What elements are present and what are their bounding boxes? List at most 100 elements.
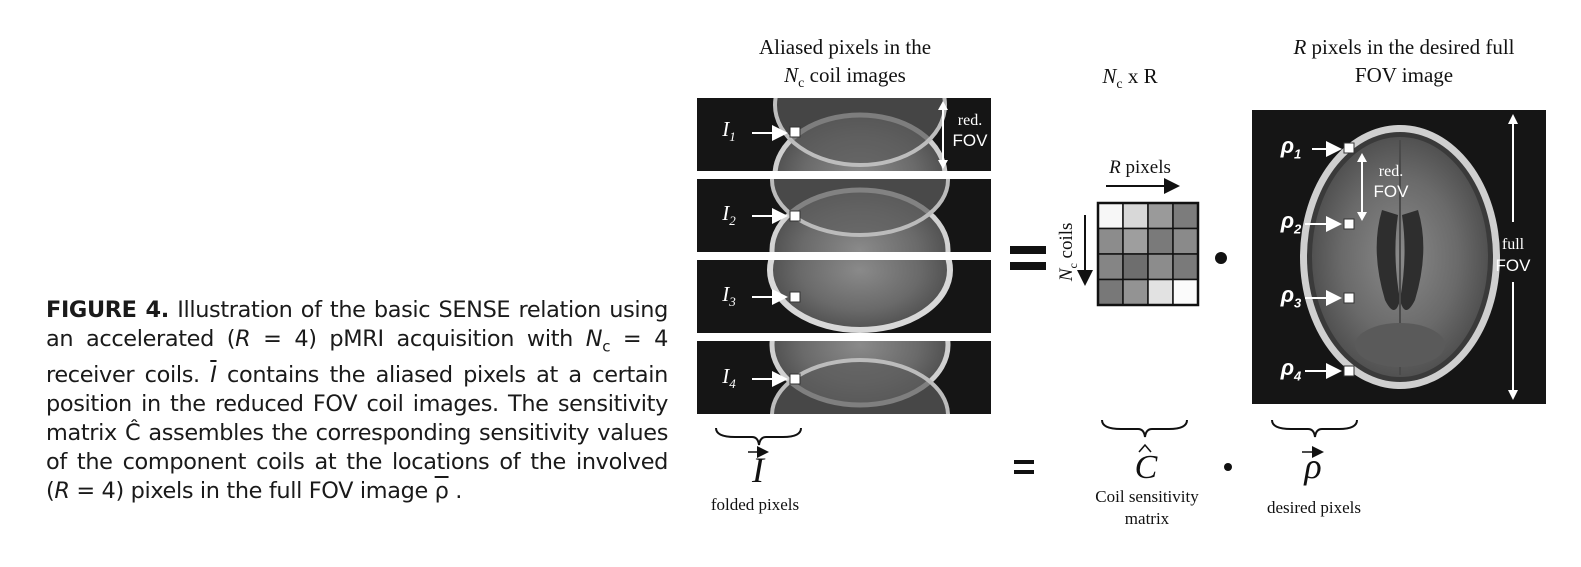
matrix-cell	[1147, 227, 1174, 255]
caption-desired-pixels: desired pixels	[1267, 498, 1361, 517]
equals-sign-large	[1010, 246, 1046, 270]
full-red-fov-arrow	[1357, 153, 1367, 221]
header-text: coil images	[804, 63, 906, 87]
strip-label-2: I2	[714, 202, 744, 232]
matrix-cell	[1122, 227, 1149, 255]
var-r: R	[1109, 157, 1121, 178]
full-fov-arrow	[1508, 114, 1518, 400]
aliased-strip-4	[697, 341, 991, 414]
matrix-cell	[1172, 253, 1199, 281]
brace-c	[1101, 419, 1188, 438]
caption-text: = 4 receiver coils.	[46, 326, 669, 389]
rho-label-1: ρ1	[1276, 135, 1306, 165]
r-pixels-text: pixels	[1120, 157, 1171, 178]
var-n: N	[784, 63, 799, 87]
full-fov-markers	[1305, 141, 1355, 379]
label-sub: 1	[729, 129, 736, 145]
header-full: R pixels in the desired full FOV image	[1262, 33, 1546, 89]
caption-var-n: N	[585, 326, 603, 352]
nc-coils-text: coils	[1056, 222, 1078, 264]
symbol-rho: ρ	[1304, 446, 1322, 486]
matrix-cell	[1097, 253, 1124, 281]
symbol-i: I	[752, 450, 764, 490]
rho-label-4: ρ4	[1276, 357, 1306, 387]
header-full-line1: R pixels in the desired full	[1262, 33, 1546, 61]
full-line2: FOV	[1495, 256, 1531, 275]
hat-c	[1138, 443, 1152, 453]
rho-label-2: ρ2	[1276, 210, 1306, 240]
matrix-cell	[1172, 227, 1199, 255]
label-sub: 3	[729, 294, 736, 310]
dot-operator-large	[1215, 252, 1227, 264]
label-sub: 2	[1294, 221, 1302, 237]
equals-sign-small	[1014, 460, 1034, 474]
full-red-line1: red.	[1378, 163, 1404, 180]
matrix-cell	[1097, 278, 1124, 306]
aliased-strip-2	[697, 179, 991, 252]
red-fov-label: red. FOV	[948, 111, 992, 151]
caption-text: .	[448, 478, 463, 505]
full-fov-image	[1252, 110, 1546, 404]
caption-coil-sensitivity: Coil sensitivity matrix	[1082, 486, 1212, 530]
aliased-markers	[752, 125, 801, 387]
matrix-cell	[1097, 227, 1124, 255]
header-text: pixels in the desired full	[1306, 35, 1515, 59]
header-matrix: Nc x R	[1060, 62, 1200, 99]
matrix-cell	[1172, 202, 1199, 230]
coil-sens-line2: matrix	[1124, 509, 1170, 528]
label-i: I	[722, 201, 730, 225]
caption-text: = 4) pixels in the full FOV image	[69, 478, 435, 505]
full-red-fov-label: red. FOV	[1368, 162, 1414, 202]
header-aliased-line1: Aliased pixels in the	[758, 35, 932, 59]
caption-text: contains the aliased pixels at a certain…	[46, 362, 668, 447]
caption-var-r: R	[54, 478, 70, 505]
strip-label-1: I1	[714, 118, 744, 148]
symbol-c: C	[1134, 449, 1158, 486]
label-i: I	[722, 364, 730, 388]
label-sub: 4	[729, 376, 736, 392]
header-aliased: Aliased pixels in the Nc coil images	[700, 33, 990, 98]
matrix-cell	[1097, 202, 1124, 230]
coil-sens-line1: Coil sensitivity	[1095, 487, 1199, 506]
matrix-cell	[1147, 278, 1174, 306]
caption-sub-c: c	[602, 337, 611, 356]
red-fov-arrow	[938, 101, 948, 169]
label-rho: ρ	[1280, 355, 1295, 380]
rho-label-3: ρ3	[1276, 284, 1306, 314]
sub-c: c	[1065, 263, 1080, 269]
matrix-cell	[1147, 253, 1174, 281]
label-sub: 3	[1294, 295, 1302, 311]
label-rho: ρ	[1280, 282, 1295, 307]
label-sub: 4	[1294, 368, 1302, 384]
red-fov-line2: FOV	[952, 131, 988, 150]
var-n: N	[1102, 64, 1117, 88]
brace-rho	[1271, 419, 1358, 438]
header-full-line2: FOV image	[1354, 63, 1454, 87]
figure-caption: FIGURE 4. Illustration of the basic SENS…	[46, 296, 668, 506]
label-sub: 2	[729, 213, 736, 229]
caption-vector-i: I	[210, 362, 217, 389]
label-i: I	[722, 117, 730, 141]
matrix-cell	[1147, 202, 1174, 230]
label-rho: ρ	[1280, 133, 1295, 158]
dot-operator-small	[1224, 463, 1232, 471]
caption-text: assembles the corresponding sensitivity …	[46, 420, 669, 505]
matrix-cell	[1122, 202, 1149, 230]
matrix-cell	[1122, 253, 1149, 281]
var-n: N	[1056, 268, 1078, 282]
matrix-cell	[1172, 278, 1199, 306]
full-red-line2: FOV	[1373, 182, 1409, 201]
header-text: x R	[1122, 64, 1158, 88]
red-fov-line1: red.	[957, 112, 983, 129]
caption-folded-pixels: folded pixels	[710, 495, 800, 514]
caption-var-r: R	[235, 326, 251, 352]
sensitivity-matrix	[1096, 201, 1200, 307]
var-r: R	[1293, 35, 1307, 59]
strip-label-4: I4	[714, 365, 744, 395]
header-aliased-line2: Nc coil images	[700, 61, 990, 98]
matrix-cell	[1122, 278, 1149, 306]
caption-text: Illustration of the basic SENSE relation…	[46, 297, 668, 352]
nc-coils-label: Nc coils	[1056, 212, 1084, 292]
matrix-border	[1096, 201, 1200, 307]
